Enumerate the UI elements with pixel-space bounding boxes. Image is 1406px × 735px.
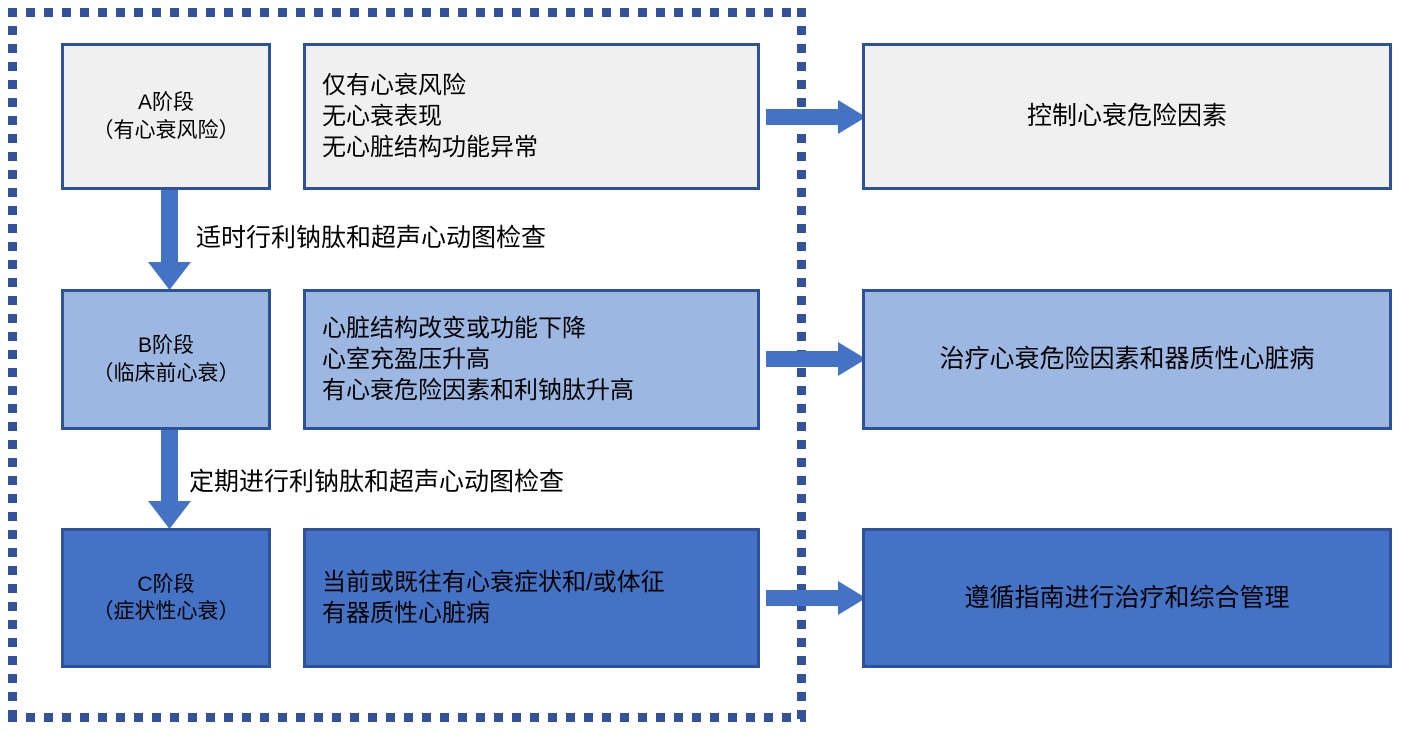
stage-c-action-text: 遵循指南进行治疗和综合管理 [964,583,1290,612]
stage-c-label-text: C阶段 （症状性心衰） [92,572,240,623]
connector-a-to-b-label: 适时行利钠肽和超声心动图检查 [196,224,547,252]
stage-b-action-text: 治疗心衰危险因素和器质性心脏病 [939,345,1315,374]
arrow-stage-a-to-action [766,100,866,134]
arrow-stage-a-to-stage-b [148,189,191,290]
arrow-stage-b-to-action [766,342,866,376]
frame-edge-top [8,8,806,17]
stage-a-action-box[interactable]: 控制心衰危险因素 [862,43,1392,190]
stage-b-label-box[interactable]: B阶段 （临床前心衰） [61,289,271,430]
stage-c-criteria-box[interactable]: 当前或既往有心衰症状和/或体征 有器质性心脏病 [303,528,760,668]
frame-edge-bottom [8,713,806,722]
stage-a-criteria-box[interactable]: 仅有心衰风险 无心衰表现 无心脏结构功能异常 [303,43,760,190]
arrow-stage-c-to-action [766,581,866,615]
stage-b-label-text: B阶段 （临床前心衰） [92,334,240,385]
stage-b-criteria-text: 心脏结构改变或功能下降 心室充盈压升高 有心衰危险因素和利钠肽升高 [322,314,634,405]
stage-a-label-text: A阶段 （有心衰风险） [92,91,240,142]
connector-b-to-c-label: 定期进行利钠肽和超声心动图检查 [189,468,565,496]
stage-b-action-box[interactable]: 治疗心衰危险因素和器质性心脏病 [862,289,1392,430]
stage-a-label-box[interactable]: A阶段 （有心衰风险） [61,43,271,190]
stage-b-criteria-box[interactable]: 心脏结构改变或功能下降 心室充盈压升高 有心衰危险因素和利钠肽升高 [303,289,760,430]
stage-a-action-text: 控制心衰危险因素 [1026,102,1227,131]
stage-c-criteria-text: 当前或既往有心衰症状和/或体征 有器质性心脏病 [322,568,665,627]
stage-c-action-box[interactable]: 遵循指南进行治疗和综合管理 [862,528,1392,668]
stage-c-label-box[interactable]: C阶段 （症状性心衰） [61,528,271,668]
frame-edge-left [8,8,17,722]
arrow-stage-b-to-stage-c [148,430,191,529]
stage-a-criteria-text: 仅有心衰风险 无心衰表现 无心脏结构功能异常 [322,71,538,162]
